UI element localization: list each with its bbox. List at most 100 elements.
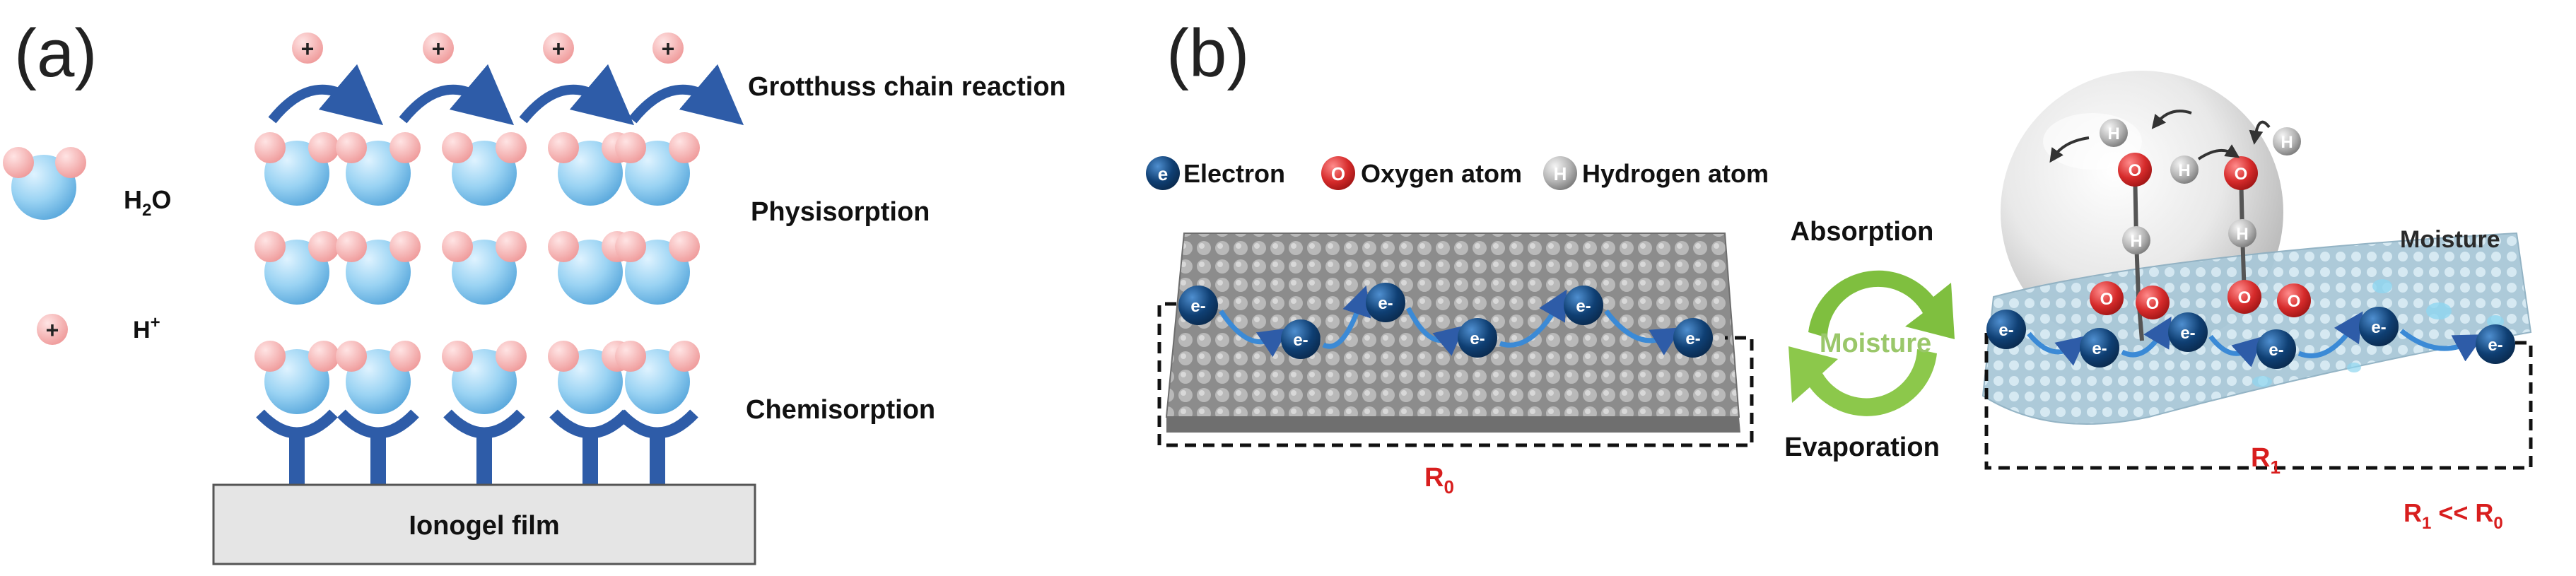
hydrogen-atom — [2122, 226, 2150, 254]
grotthuss-arrow — [268, 64, 384, 126]
electron — [1564, 286, 1603, 325]
proton-row: ++++ — [268, 33, 744, 126]
oxygen-atom — [2227, 280, 2261, 314]
receptor-stem — [476, 433, 492, 486]
receptor-cup — [443, 409, 525, 439]
oxygen-atom — [2118, 153, 2152, 187]
receptor-row — [256, 409, 698, 486]
layer-label-chemisorption: Chemisorption — [746, 395, 935, 425]
moisture-drop — [2426, 302, 2452, 319]
water-hydrogen — [615, 341, 646, 372]
electron-hop-arrow — [1405, 307, 1465, 356]
hydrogen-atom — [2100, 119, 2128, 147]
hydrogen-symbol: H — [2236, 225, 2248, 244]
electron-symbol: e- — [1190, 297, 1205, 316]
electron — [1458, 318, 1497, 358]
hydrogen-symbol: H — [2130, 232, 2142, 251]
moisture-label: Moisture — [2400, 226, 2500, 253]
electron-hop-arrow — [2121, 316, 2172, 358]
electron-symbol: e- — [2092, 339, 2107, 358]
proton-symbol: + — [552, 36, 566, 61]
water-hydrogen — [496, 132, 527, 163]
oxygen-symbol: O — [2129, 161, 2142, 180]
proton-icon — [652, 33, 684, 64]
moisture-drop — [2347, 363, 2361, 372]
water-hydrogen — [336, 231, 367, 262]
electron-symbol: e- — [2268, 341, 2283, 360]
panel-a-label: (a) — [14, 16, 97, 91]
water-hydrogen — [615, 231, 646, 262]
hydrogen-icon — [1543, 156, 1577, 190]
electron — [1673, 318, 1713, 358]
electron-hop-arrow — [2399, 329, 2485, 362]
proton-hop-arrow — [2249, 120, 2271, 145]
electron-symbol: e- — [1685, 329, 1700, 348]
cycle-center-label: Moisture — [1820, 329, 1931, 358]
wet-electron-chain: e-e-e-e-e-e- — [1986, 307, 2515, 369]
proton-hop-arrow — [2197, 144, 2240, 160]
electron-icon — [1146, 156, 1180, 190]
receptor-cup — [256, 409, 338, 439]
r0-label: R0 — [1424, 463, 1454, 498]
electron-symbol: e- — [1576, 297, 1591, 316]
receptor-cup — [616, 409, 698, 439]
hydrogen-icon-symbol: H — [1554, 163, 1567, 184]
hydrogen-symbol: H — [2281, 133, 2293, 152]
oxygen-icon — [1321, 156, 1355, 190]
water-hydrogen — [390, 231, 421, 262]
electron — [1986, 310, 2026, 349]
water-hydrogen — [669, 341, 700, 372]
grotthuss-arrow — [519, 64, 635, 126]
electron-hop-arrow — [1322, 286, 1371, 349]
water-hydrogen — [442, 132, 473, 163]
hydrogen-symbol: H — [2107, 124, 2119, 143]
electron — [2168, 312, 2208, 352]
water-hydrogen — [496, 341, 527, 372]
layer-label-physisorption: Physisorption — [751, 197, 930, 227]
electron-hop-arrow — [2208, 334, 2264, 368]
wet-sheet — [1981, 232, 2532, 425]
panel-b-label: (b) — [1166, 16, 1249, 91]
grotthuss-arrow — [628, 64, 744, 126]
legend-hydrogen-label: Hydrogen atom — [1582, 159, 1769, 188]
electron-symbol: e- — [2180, 324, 2195, 343]
oxygen-symbol: O — [2235, 165, 2248, 184]
ionogel-film-label: Ionogel film — [409, 511, 559, 541]
resistance-comparison: R1 << R0 — [2404, 498, 2503, 533]
electron-symbol: e- — [2371, 318, 2386, 337]
electron-symbol: e- — [2488, 336, 2502, 355]
electron — [2256, 329, 2296, 369]
water-hydrogen — [336, 132, 367, 163]
electron — [2080, 328, 2119, 368]
cycle-arrow-bottom — [1788, 346, 1937, 416]
legend-oxygen: O Oxygen atom — [1321, 156, 1522, 190]
legend-water-molecule: H2O — [3, 147, 171, 220]
legend-hydrogen: H Hydrogen atom — [1543, 156, 1769, 190]
receptor-stem — [650, 433, 665, 486]
proton-icon — [543, 33, 574, 64]
legend-water-label: H2O — [124, 185, 171, 220]
dry-sheet — [1165, 233, 1740, 418]
water-hydrogen — [442, 341, 473, 372]
receptor-stem — [370, 433, 386, 486]
water-hydrogen — [548, 231, 579, 262]
oxygen-atom — [2277, 283, 2311, 317]
water-hydrogen — [308, 231, 339, 262]
proton-icon — [37, 314, 68, 345]
water-hydrogen — [615, 132, 646, 163]
hydrogen-atom — [2170, 155, 2199, 184]
hydrogen-symbol: H — [2178, 161, 2190, 180]
hydrogen-atom — [2228, 219, 2256, 247]
legend-oxygen-label: Oxygen atom — [1361, 159, 1522, 188]
proton-hop-arrow — [2151, 110, 2192, 129]
water-layers — [254, 132, 700, 414]
cycle-bottom-label: Evaporation — [1784, 433, 1940, 462]
r0-bracket — [1157, 302, 1754, 447]
layer-label-grotthuss: Grotthuss chain reaction — [748, 72, 1066, 102]
proton-symbol: + — [301, 36, 315, 61]
water-hydrogen — [254, 231, 286, 262]
proton-symbol: + — [432, 36, 445, 61]
electron-symbol: e- — [1378, 294, 1393, 313]
electron-hop-arrow — [1499, 289, 1567, 348]
